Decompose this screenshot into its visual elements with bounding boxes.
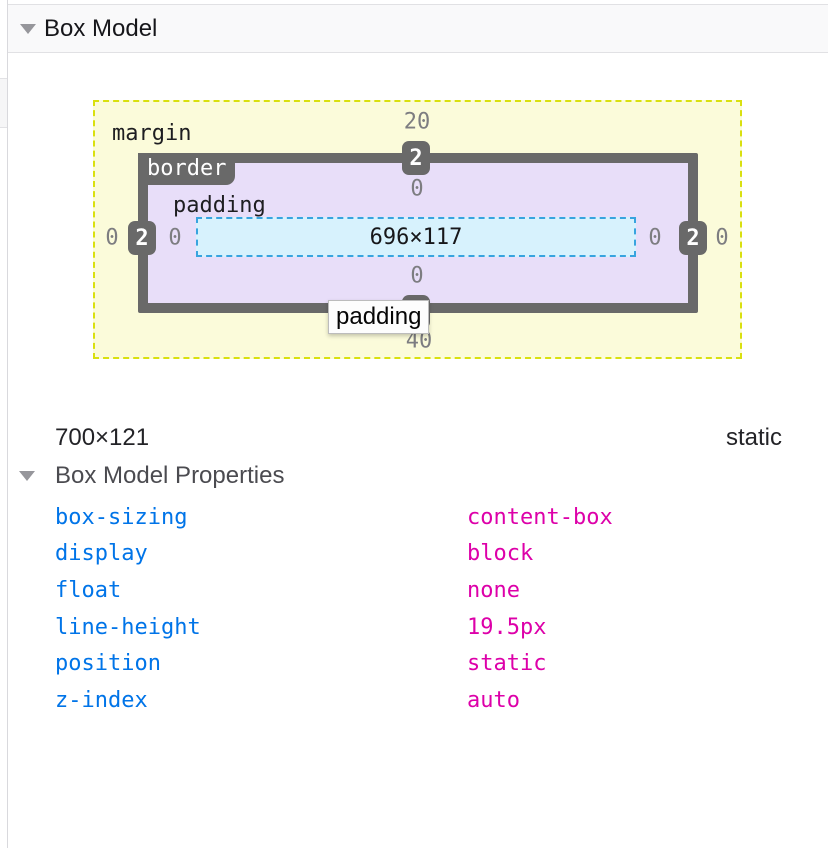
property-name: display (55, 541, 148, 567)
box-model-section-header[interactable]: Box Model (8, 4, 828, 53)
property-name: position (55, 651, 161, 677)
content-size-value[interactable]: 696×117 (369, 224, 463, 250)
property-name: box-sizing (55, 504, 188, 530)
property-value: block (467, 541, 534, 567)
adjacent-panel-edge (0, 78, 7, 128)
property-row: position static (55, 645, 795, 682)
property-value: auto (467, 687, 520, 713)
property-row: float none (55, 572, 795, 609)
property-name: z-index (55, 687, 148, 713)
section-title: Box Model (44, 14, 158, 42)
padding-right-value[interactable]: 0 (648, 225, 662, 251)
element-size: 700×121 (55, 424, 150, 451)
padding-tooltip: padding (328, 300, 430, 334)
property-value: 19.5px (467, 614, 547, 640)
property-row: box-sizing content-box (55, 499, 795, 536)
padding-label: padding (173, 193, 266, 218)
border-top-value[interactable]: 2 (402, 141, 430, 175)
chevron-down-icon[interactable] (20, 23, 36, 34)
padding-left-value[interactable]: 0 (168, 225, 182, 251)
property-value: content-box (467, 504, 613, 530)
padding-bottom-value[interactable]: 0 (410, 263, 424, 289)
padding-top-value[interactable]: 0 (410, 176, 424, 202)
property-row: line-height 19.5px (55, 609, 795, 646)
margin-left-value[interactable]: 0 (105, 225, 119, 251)
chevron-down-icon[interactable] (19, 471, 35, 481)
content-region[interactable]: 696×117 (196, 217, 636, 257)
border-left-value[interactable]: 2 (128, 221, 156, 255)
property-row: z-index auto (55, 682, 795, 719)
property-name: line-height (55, 614, 201, 640)
margin-top-value[interactable]: 20 (403, 109, 431, 135)
property-value: none (467, 577, 520, 603)
property-value: static (467, 651, 547, 677)
box-model-properties-header[interactable]: Box Model Properties (0, 462, 828, 490)
margin-label: margin (112, 121, 192, 146)
properties-section-title: Box Model Properties (55, 462, 285, 489)
margin-right-value[interactable]: 0 (715, 225, 729, 251)
element-position: static (725, 424, 782, 451)
border-right-value[interactable]: 2 (679, 221, 707, 255)
property-row: display block (55, 536, 795, 573)
property-name: float (55, 577, 122, 603)
border-label: border (138, 153, 236, 185)
properties-list: box-sizing content-box display block flo… (55, 499, 795, 719)
panel-left-border (7, 0, 8, 848)
